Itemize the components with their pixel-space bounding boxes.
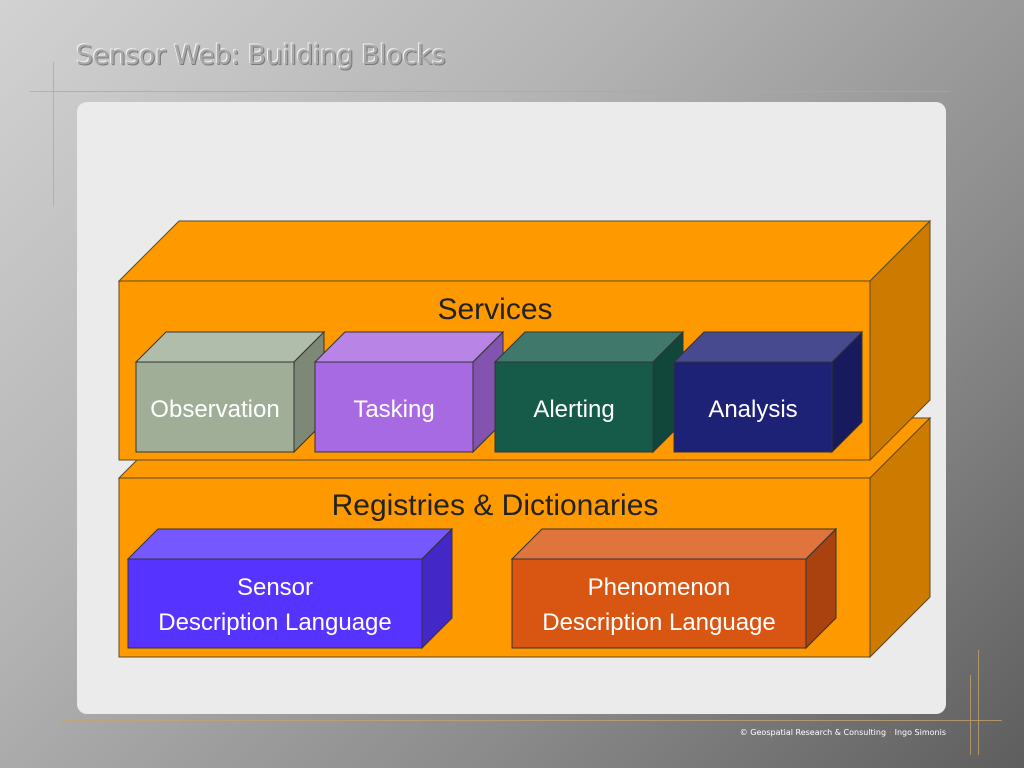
services-label: Services: [437, 293, 552, 326]
sensor-label-line1: Sensor: [237, 574, 313, 601]
phenomenon-label-line1: Phenomenon: [588, 574, 731, 601]
decorative-line: [978, 650, 979, 755]
tasking-block: Tasking: [313, 330, 505, 454]
decorative-line: [30, 91, 950, 92]
decorative-line: [53, 62, 54, 207]
footer-separator: ·: [889, 728, 892, 737]
decorative-line: [62, 720, 1002, 721]
footer-author: Ingo Simonis: [894, 728, 946, 737]
footer: © Geospatial Research & Consulting·Ingo …: [740, 728, 946, 737]
tasking-label: Tasking: [353, 396, 434, 423]
sensor-label-line2: Description Language: [158, 609, 392, 636]
registries-label: Registries & Dictionaries: [332, 489, 659, 522]
phenomenon-label-line2: Description Language: [542, 609, 776, 636]
sensor-description-block: Sensor Description Language: [126, 527, 454, 650]
services-layer-top: [117, 220, 932, 282]
phenomenon-description-block: Phenomenon Description Language: [510, 527, 838, 650]
observation-block: Observation: [134, 330, 326, 454]
decorative-line: [970, 675, 971, 755]
observation-label: Observation: [150, 396, 279, 423]
analysis-block: Analysis: [672, 330, 864, 454]
slide-title: Sensor Web: Building Blocks: [76, 40, 446, 71]
footer-copyright: © Geospatial Research & Consulting: [739, 728, 887, 737]
analysis-label: Analysis: [708, 396, 797, 423]
alerting-block: Alerting: [493, 330, 685, 454]
alerting-label: Alerting: [533, 396, 614, 423]
